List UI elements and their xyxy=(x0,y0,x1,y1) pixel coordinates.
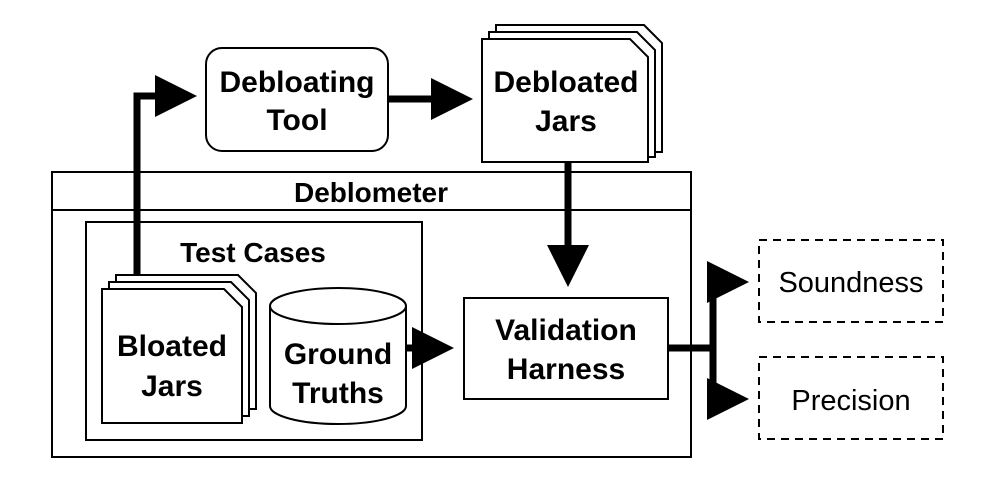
debloated-jars-stack: Debloated Jars xyxy=(481,24,663,163)
arrow-to-soundness xyxy=(668,261,749,352)
debloated-jars-line2: Jars xyxy=(535,105,597,138)
validation-harness-line2: Harness xyxy=(507,353,625,386)
ground-truths-line1: Ground xyxy=(284,338,392,371)
arrow-to-debloating-tool xyxy=(133,75,197,275)
debloating-tool-line2: Tool xyxy=(266,104,327,137)
bloated-jars-stack: Bloated Jars xyxy=(101,274,257,424)
soundness-box: Soundness xyxy=(758,239,944,323)
ground-truths-line2: Truths xyxy=(292,377,384,410)
arrow-to-precision xyxy=(707,348,749,420)
precision-label: Precision xyxy=(791,385,910,417)
deblometer-title: Deblometer xyxy=(294,177,448,208)
precision-box: Precision xyxy=(758,356,944,440)
debloated-jars-line1: Debloated xyxy=(493,66,638,99)
debloating-tool-line1: Debloating xyxy=(220,66,375,99)
debloating-tool-box: Debloating Tool xyxy=(205,47,389,152)
test-cases-title: Test Cases xyxy=(180,237,326,268)
bloated-jars-line2: Jars xyxy=(141,370,203,403)
bloated-jars-line1: Bloated xyxy=(117,330,227,363)
ground-truths-cylinder: Ground Truths xyxy=(269,287,407,425)
validation-harness-box: Validation Harness xyxy=(463,297,669,400)
soundness-label: Soundness xyxy=(778,267,923,299)
validation-harness-line1: Validation xyxy=(495,314,637,347)
